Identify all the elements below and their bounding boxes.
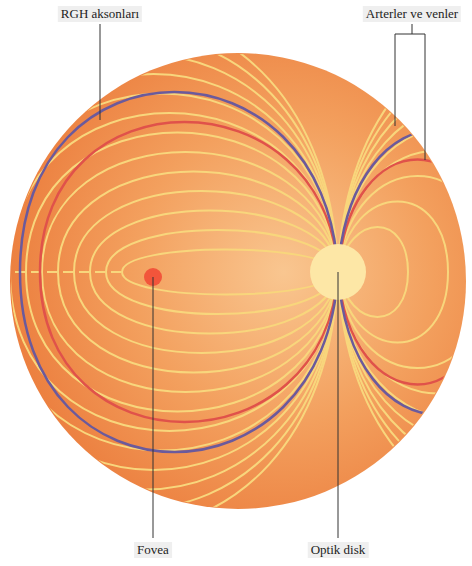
rgc-axon (0, 35, 338, 272)
leader-line (395, 34, 425, 35)
rgc-axon (58, 172, 338, 273)
rgc-axon (338, 272, 472, 470)
rgc-axon (0, 272, 338, 490)
rgc-axon (338, 100, 472, 273)
blood-vessel (338, 272, 472, 415)
rgc-axon (338, 74, 472, 272)
rgc-axon (0, 16, 338, 273)
rgc-axon (26, 133, 338, 273)
rgc-axon (338, 272, 472, 445)
raphe-fibre (63, 271, 73, 273)
raphe-fibre (0, 271, 9, 273)
part-label: Fovea (134, 542, 172, 558)
leader-line (100, 24, 101, 120)
blood-vessel (40, 122, 338, 272)
rgc-axon (338, 23, 472, 272)
rgc-axon (0, 272, 338, 451)
raphe-fibre (95, 271, 105, 273)
rgc-axon (0, 272, 338, 529)
rgc-axon (106, 272, 338, 314)
rgc-axon (90, 272, 338, 334)
rgc-axon (26, 272, 338, 412)
raphe-fibre (47, 271, 57, 273)
rgc-axon (58, 272, 338, 373)
rgc-axon (0, 55, 338, 273)
rgc-axon (0, 94, 338, 273)
rgc-axon (338, 272, 472, 496)
rgc-axon (338, 272, 472, 521)
rgc-axon (338, 49, 472, 273)
leader-line (153, 277, 154, 538)
blood-vessel (20, 272, 338, 452)
leader-line (425, 34, 426, 160)
part-label: RGH aksonları (58, 6, 142, 22)
leader-line (395, 34, 396, 126)
raphe-fibre (111, 271, 121, 273)
rgc-axon (42, 152, 338, 272)
rgc-axon (0, 272, 338, 509)
rgc-axon (42, 272, 338, 392)
leader-line (412, 24, 413, 34)
part-label: Optik disk (308, 542, 369, 558)
part-label: Arterler ve venler (363, 6, 461, 22)
blood-vessel (338, 130, 472, 273)
raphe-fibre (79, 271, 89, 273)
fibre-layer (0, 16, 472, 529)
blood-vessel (40, 272, 338, 422)
blood-vessel (20, 92, 338, 272)
rgc-axon (90, 211, 338, 273)
rgc-axon (338, 272, 472, 419)
leader-line (338, 272, 339, 538)
rgc-axon (338, 125, 472, 272)
rgc-axon (106, 230, 338, 272)
